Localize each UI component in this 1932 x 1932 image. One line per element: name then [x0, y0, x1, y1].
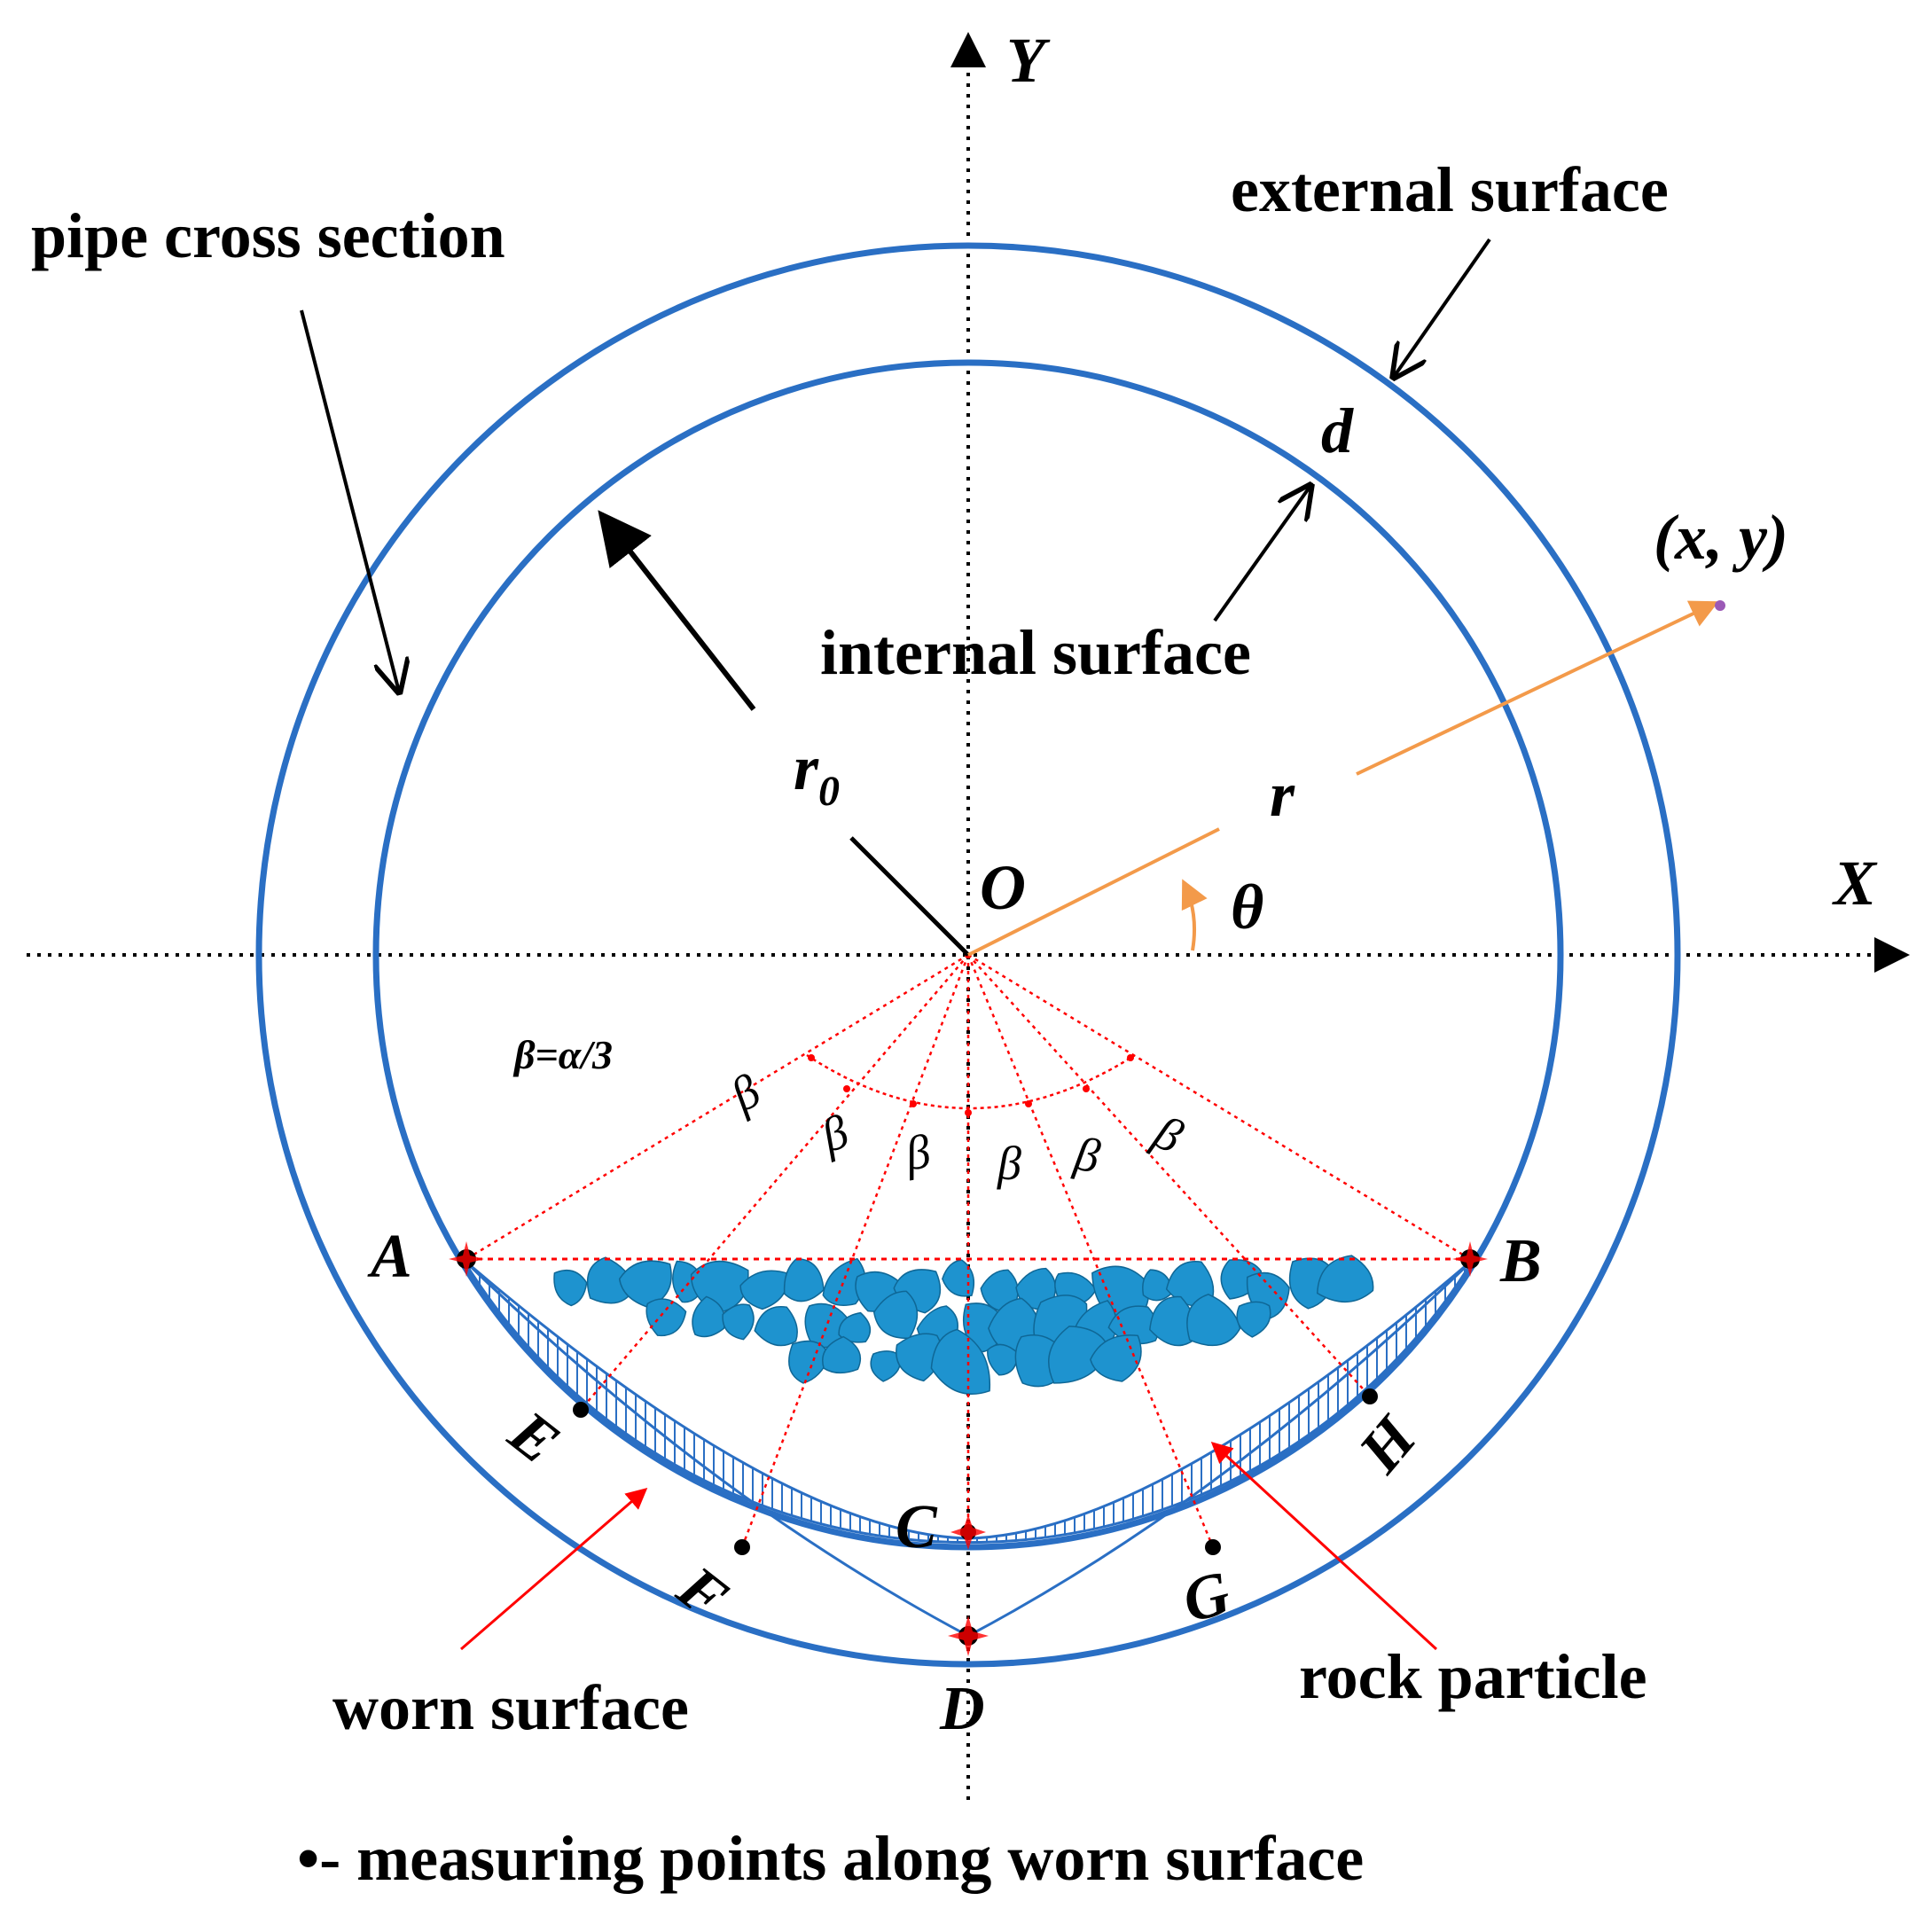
beta-arc-ticks — [808, 1054, 1134, 1116]
point-b-label: B — [1499, 1227, 1542, 1295]
rock-particle — [692, 1295, 726, 1338]
rock-particle — [1090, 1334, 1142, 1382]
beta-label-6: β — [1146, 1105, 1191, 1163]
r0-label: r0 — [794, 732, 840, 815]
rock-particle — [739, 1270, 789, 1310]
origin-label: O — [980, 852, 1026, 923]
r0-line — [849, 836, 970, 957]
rock-particle — [783, 1257, 825, 1302]
rock-particle — [1048, 1326, 1110, 1384]
point-e-marker — [573, 1402, 589, 1418]
rock-particle — [930, 1328, 991, 1395]
rock-particle — [942, 1259, 975, 1297]
rock-particle — [618, 1260, 672, 1309]
external-surface-arrow — [1394, 238, 1491, 377]
rock-particle — [722, 1303, 755, 1341]
x-axis-label: X — [1832, 848, 1878, 919]
theta-arc — [1181, 879, 1208, 951]
internal-surface-arrow — [1213, 486, 1310, 622]
rock-particle — [1236, 1301, 1271, 1338]
xy-label: (x, y) — [1654, 502, 1788, 573]
external-surface-label: external surface — [1231, 154, 1669, 225]
beta-arc — [806, 1053, 1136, 1110]
r0-arrow — [598, 510, 756, 711]
point-h-label: H — [1346, 1403, 1431, 1486]
point-f-marker — [734, 1539, 750, 1555]
worn-surface-arrow — [460, 1488, 648, 1651]
measuring-points — [449, 1241, 1488, 1656]
beta-label-3: β — [901, 1124, 935, 1181]
point-g-label: G — [1176, 1559, 1237, 1636]
rock-particle — [1317, 1255, 1374, 1303]
worn-surface-label: worn surface — [332, 1672, 689, 1743]
beta-label-4: β — [997, 1137, 1021, 1190]
rock-particle — [822, 1335, 862, 1374]
beta-formula-label: β=α/3 — [512, 1032, 613, 1077]
rock-particle-label: rock particle — [1299, 1641, 1647, 1712]
external-surface-circle — [255, 242, 1681, 1668]
rock-particle — [1186, 1294, 1241, 1347]
thickness-label: d — [1321, 395, 1354, 466]
rock-particle — [553, 1270, 588, 1307]
rock-particle — [645, 1298, 687, 1337]
beta-label-1: β — [721, 1064, 769, 1122]
beta-label-2: β — [814, 1105, 856, 1163]
point-g-marker — [1205, 1539, 1221, 1555]
rock-particle — [754, 1305, 798, 1347]
rock-particle — [1165, 1260, 1215, 1307]
pipe-cross-section-arrow — [300, 309, 399, 692]
r-label: r — [1270, 759, 1295, 830]
rock-particle — [586, 1256, 636, 1304]
internal-surface-label: internal surface — [820, 617, 1251, 688]
r0-subscript: 0 — [818, 768, 840, 815]
r-line-upper — [1356, 600, 1719, 776]
r-line-lower — [967, 827, 1220, 957]
point-h-marker — [1362, 1388, 1378, 1404]
rock-particle — [788, 1340, 831, 1384]
rock-particles — [553, 1255, 1374, 1395]
y-axis-label: Y — [1006, 25, 1051, 96]
point-e-label: E — [496, 1397, 571, 1477]
point-a-label: A — [367, 1223, 412, 1291]
point-d-label: D — [939, 1675, 985, 1743]
radial-lines — [465, 953, 1471, 1548]
legend-label: •- measuring points along worn surface — [297, 1823, 1364, 1894]
xy-point — [1715, 600, 1725, 611]
pipe-cross-section-label: pipe cross section — [31, 200, 505, 271]
theta-label: θ — [1231, 872, 1263, 943]
rock-particle — [870, 1350, 902, 1382]
rock-particle — [1142, 1269, 1174, 1302]
point-c-label: C — [896, 1493, 938, 1561]
rock-particle — [987, 1343, 1019, 1376]
rock-particle — [872, 1290, 919, 1339]
beta-label-5: β — [1070, 1127, 1104, 1184]
rock-particle-arrow — [1210, 1441, 1438, 1651]
